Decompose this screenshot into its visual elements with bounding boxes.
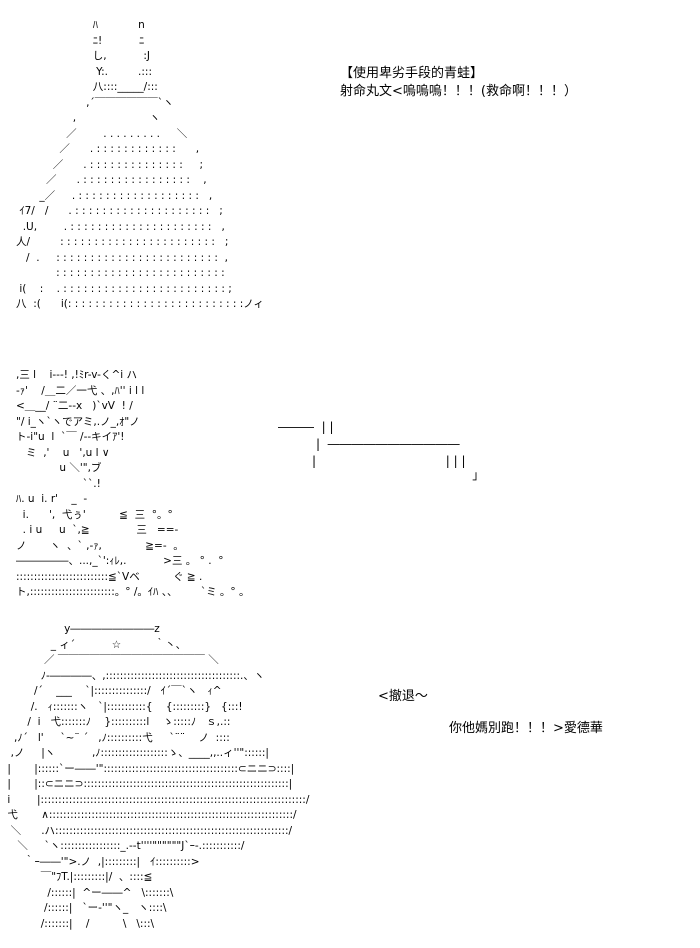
panel1-ascii-art: ﾊ n ﾆ! ﾆ し, :J Y:. .::: 八::::_____/::: [16,19,264,310]
panel2-sfx-line-2: | ――――――――――― [316,437,460,451]
panel3-ascii-art: y――――――――z _ ィ´ ☆ ｀丶、 ／ ￣￣￣￣￣￣￣￣￣￣￣￣￣￣ ＼… [7,623,310,930]
panel2-sfx-line-3: | | | | [312,454,466,468]
panel2-sfx-line-4: 」 [312,468,485,482]
panel2-sfx-line-1: ――― | | [278,420,334,434]
panel3-dialog-retreat: <撤退～ [378,689,428,704]
panel1-caption-speech: 射命丸文<嗚嗚嗚！！！(救命啊！！！） [340,84,577,99]
panel3-dialog-shout: 你他媽別跑！！！>愛德華 [449,721,603,736]
panel2-ascii-art: ,三 l i---! ,!ﾐr-v-く^i ハ -ｧ' /＿二／一弋 、,ﾊ''… [16,369,250,598]
panel1-caption-title: 【使用卑劣手段的青蛙】 [340,66,484,81]
